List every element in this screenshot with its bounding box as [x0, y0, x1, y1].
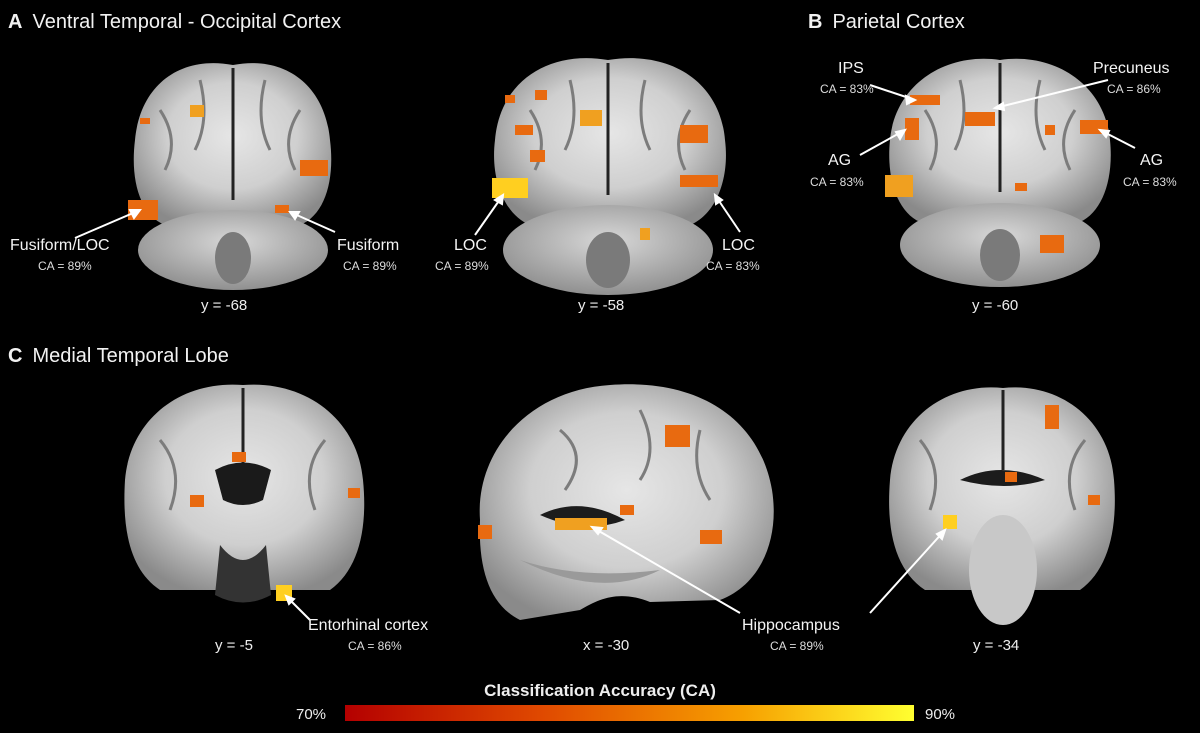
- colorbar-max-label: 90%: [925, 706, 956, 723]
- slice-label-a1: y = -68: [201, 297, 248, 314]
- activation-clusters: [128, 90, 1108, 601]
- region-ca-precuneus: CA = 86%: [1107, 82, 1161, 96]
- slice-label-c1: y = -5: [215, 637, 253, 654]
- region-ca-ips: CA = 83%: [820, 82, 874, 96]
- slice-label-a2: y = -58: [578, 297, 625, 314]
- pointer-lines: [74, 79, 1136, 621]
- region-ca-fusiform: CA = 89%: [343, 259, 397, 273]
- region-label-loc-right: LOC: [722, 237, 755, 254]
- region-ca-ag-right: CA = 83%: [1123, 175, 1177, 189]
- brain-slice-b1: [889, 58, 1111, 287]
- slice-label-c2: x = -30: [583, 637, 630, 654]
- region-ca-loc-right: CA = 83%: [706, 259, 760, 273]
- region-ca-ag-left: CA = 83%: [810, 175, 864, 189]
- brain-slice-c3: [889, 387, 1115, 625]
- brain-slice-c1: [124, 384, 365, 603]
- region-label-ag-left: AG: [828, 152, 852, 169]
- brain-slice-c2: [479, 384, 774, 620]
- region-label-ag-right: AG: [1140, 152, 1164, 169]
- slice-label-c3: y = -34: [973, 637, 1020, 654]
- colorbar-min-label: 70%: [296, 706, 327, 723]
- region-label-ips: IPS: [838, 60, 864, 77]
- region-label-entorhinal: Entorhinal cortex: [308, 617, 429, 634]
- region-label-hippocampus: Hippocampus: [742, 617, 840, 634]
- region-label-fusiform: Fusiform: [337, 237, 400, 254]
- region-label-loc-left: LOC: [454, 237, 487, 254]
- region-ca-loc-left: CA = 89%: [435, 259, 489, 273]
- region-ca-entorhinal: CA = 86%: [348, 639, 402, 653]
- colorbar-title: Classification Accuracy (CA): [484, 681, 716, 700]
- region-ca-hippocampus: CA = 89%: [770, 639, 824, 653]
- region-label-fusiform-loc: Fusiform/LOC: [10, 237, 110, 254]
- colorbar-gradient: [345, 705, 914, 721]
- brain-slice-a1: [133, 63, 332, 290]
- slice-label-b1: y = -60: [972, 297, 1019, 314]
- region-ca-fusiform-loc: CA = 89%: [38, 259, 92, 273]
- region-label-precuneus: Precuneus: [1093, 60, 1170, 77]
- brain-slice-a2: [494, 58, 726, 295]
